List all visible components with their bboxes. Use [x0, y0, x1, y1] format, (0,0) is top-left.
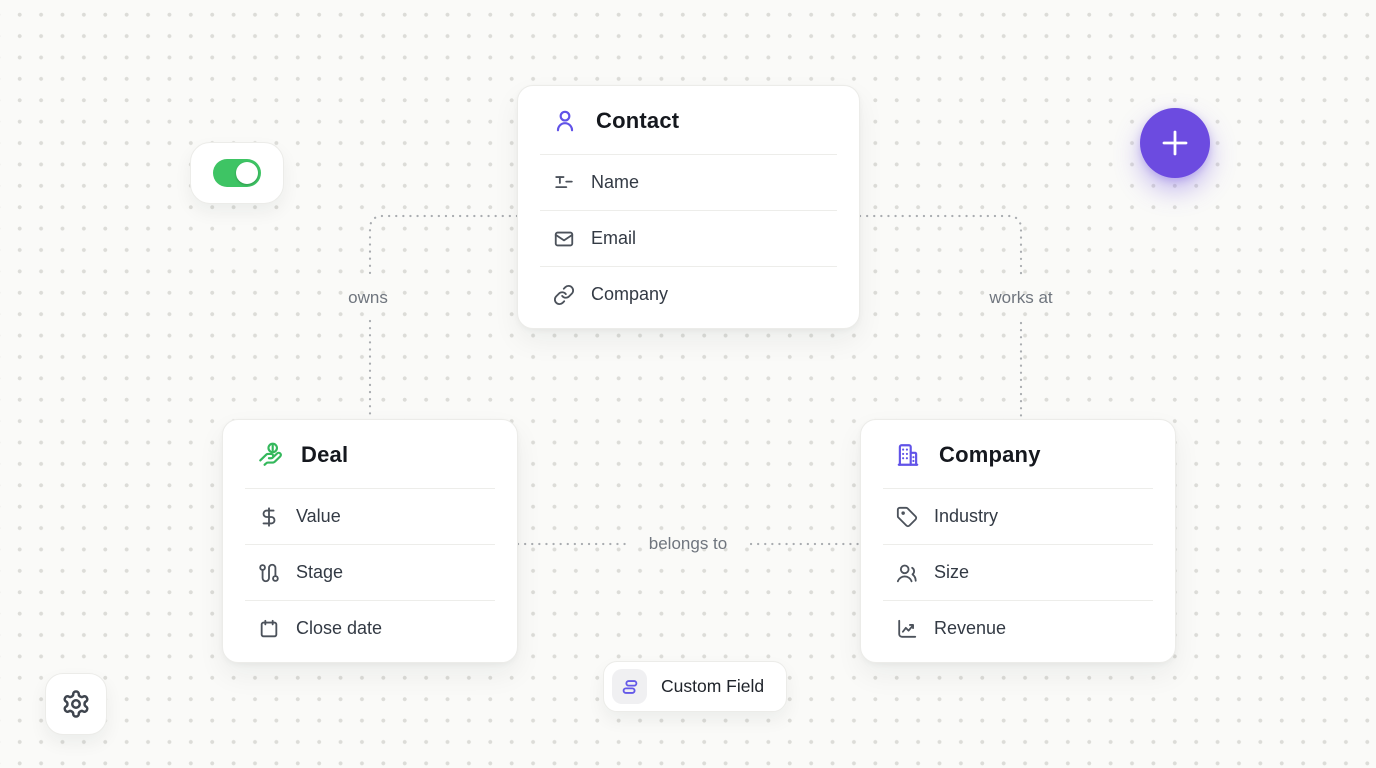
- field-label: Value: [296, 506, 341, 526]
- users-icon: [896, 562, 918, 584]
- field-label: Name: [591, 172, 640, 192]
- field-row-name[interactable]: Name: [518, 155, 859, 210]
- tag-icon: [896, 506, 918, 528]
- divider: [883, 488, 1153, 489]
- chart-icon: [896, 618, 918, 640]
- dollar-icon: [258, 506, 280, 528]
- divider: [245, 600, 495, 601]
- entity-title: Contact: [596, 108, 680, 133]
- custom-field-chip[interactable]: Custom Field: [603, 661, 788, 712]
- entity-header-company: Company: [861, 420, 1175, 488]
- field-row-size[interactable]: Size: [861, 545, 1175, 600]
- field-row-stage[interactable]: Stage: [223, 545, 517, 600]
- relation-label-works-at: works at: [989, 288, 1053, 307]
- gear-icon: [61, 689, 91, 719]
- connector-owns-top: [368, 214, 519, 279]
- entity-header-deal: Deal: [223, 420, 517, 488]
- field-row-close-date[interactable]: Close date: [223, 601, 517, 656]
- field-label: Revenue: [934, 618, 1007, 638]
- divider: [540, 210, 837, 211]
- field-row-industry[interactable]: Industry: [861, 489, 1175, 544]
- link-icon: [553, 284, 575, 306]
- add-button[interactable]: [1140, 108, 1210, 178]
- entity-card-contact[interactable]: Contact Name Email: [517, 85, 860, 329]
- entity-title: Deal: [301, 442, 349, 467]
- divider: [883, 544, 1153, 545]
- text-icon: [553, 172, 575, 194]
- route-icon: [258, 562, 280, 584]
- custom-field-tile: [612, 669, 647, 704]
- field-row-company[interactable]: Company: [518, 267, 859, 322]
- mail-icon: [553, 228, 575, 250]
- relation-label-owns: owns: [348, 288, 388, 307]
- connector-works-at-top: [858, 214, 1023, 277]
- entity-card-deal[interactable]: Deal Value Stage: [222, 419, 518, 663]
- entity-title: Company: [939, 442, 1041, 467]
- field-lines-icon: [619, 676, 641, 698]
- settings-button[interactable]: [45, 673, 107, 735]
- divider: [245, 488, 495, 489]
- toggle-switch[interactable]: [213, 159, 261, 187]
- toggle-card[interactable]: [190, 142, 284, 204]
- custom-field-label: Custom Field: [661, 676, 765, 696]
- entity-header-contact: Contact: [518, 86, 859, 154]
- calendar-icon: [258, 618, 280, 640]
- entity-card-company[interactable]: Company Industry Size: [860, 419, 1176, 663]
- hand-coins-icon: [257, 442, 283, 468]
- field-row-revenue[interactable]: Revenue: [861, 601, 1175, 656]
- field-label: Size: [934, 562, 970, 582]
- building-icon: [895, 442, 921, 468]
- relation-label-belongs-to: belongs to: [648, 534, 728, 553]
- field-label: Email: [591, 228, 637, 248]
- user-icon: [552, 108, 578, 134]
- field-row-email[interactable]: Email: [518, 211, 859, 266]
- divider: [883, 600, 1153, 601]
- divider: [540, 266, 837, 267]
- toggle-knob: [236, 162, 258, 184]
- field-label: Company: [591, 284, 669, 304]
- field-label: Stage: [296, 562, 344, 582]
- field-label: Close date: [296, 618, 383, 638]
- field-row-value[interactable]: Value: [223, 489, 517, 544]
- divider: [540, 154, 837, 155]
- divider: [245, 544, 495, 545]
- plus-icon: [1159, 127, 1191, 159]
- field-label: Industry: [934, 506, 999, 526]
